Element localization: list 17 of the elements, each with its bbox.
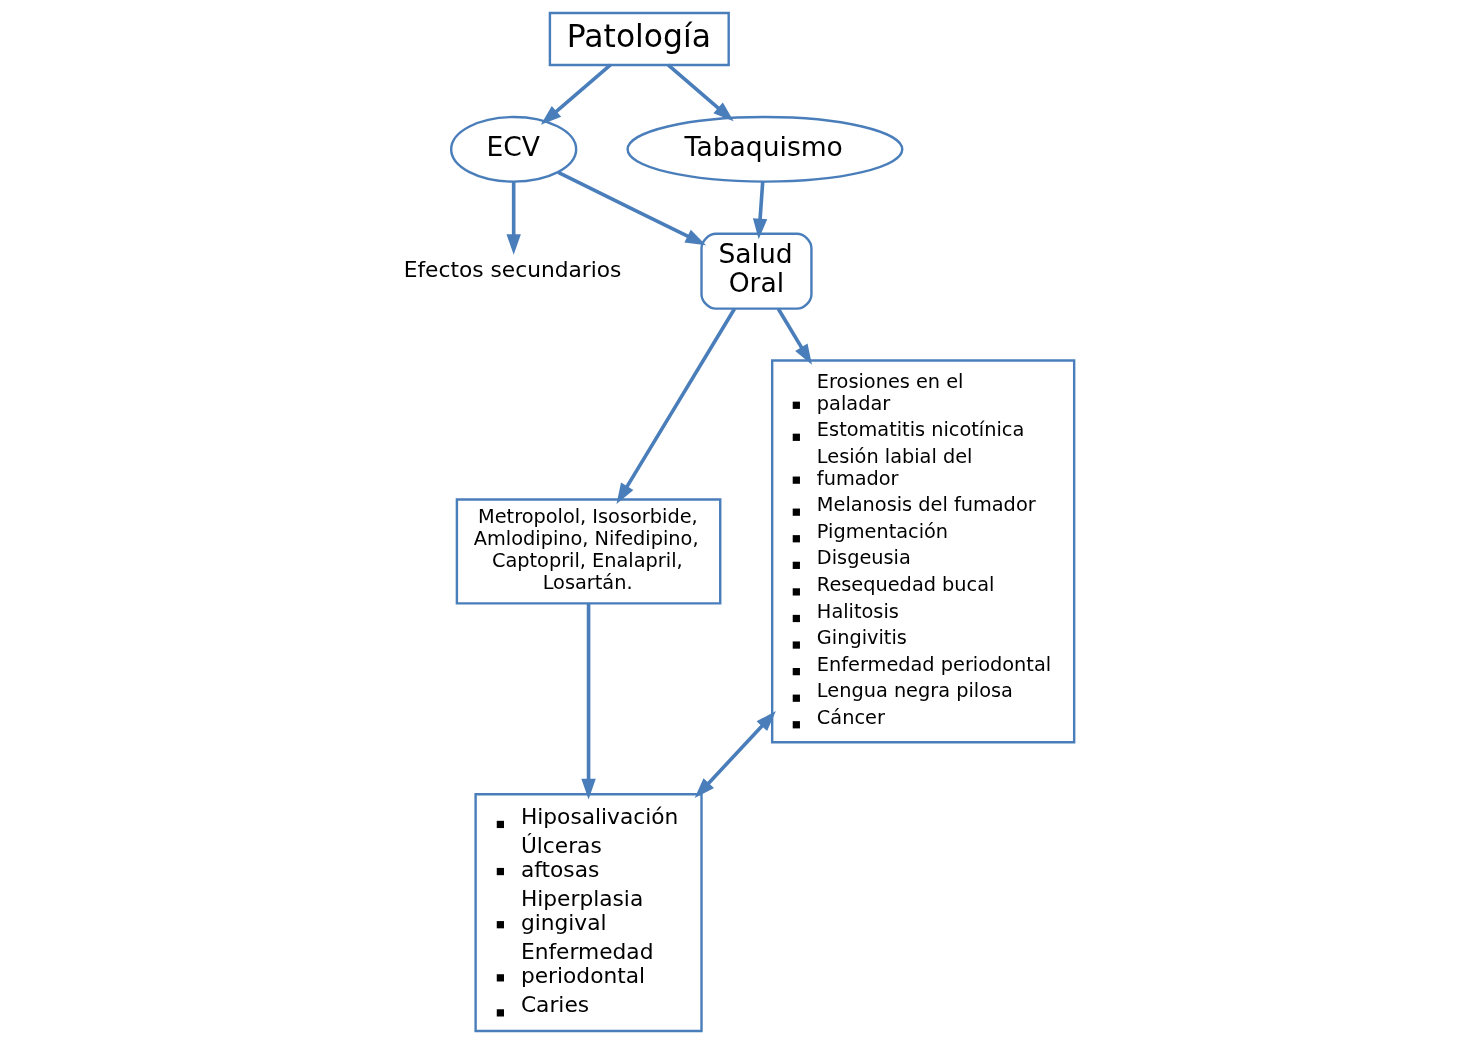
arrow [557, 170, 707, 246]
node-ellipse: Tabaquismo [626, 115, 904, 183]
node-ellipse: ECV [449, 115, 578, 183]
node-box: Hiposalivación Úlceras aftosas Hiperplasia gingival Enfermedad periodontal Caries [474, 793, 703, 1033]
arrow [694, 711, 776, 799]
arrow [616, 307, 737, 504]
node-box: Patología [548, 11, 730, 67]
arrow [581, 603, 596, 800]
arrow [540, 63, 612, 125]
node-box: Erosiones en el paladar Estomatitis nicotínica Lesión labial del fumador Melanosis del fumador Pigmentación Disgeusia Resequedad bucal Halitosis Gingivitis Enfermedad periodontal Lengua negra pilosa Cáncer [770, 359, 1076, 744]
arrow [506, 181, 521, 255]
node-text: Efectos secundarios [403, 256, 622, 282]
node-box: Metropolol, Isosorbide, Amlodipino, Nifedipino, Captopril, Enalapril, Losartán. [455, 498, 722, 605]
arrow [776, 307, 812, 365]
arrow [666, 63, 734, 122]
arrow [752, 181, 768, 240]
node-box: Salud Oral [700, 232, 813, 310]
